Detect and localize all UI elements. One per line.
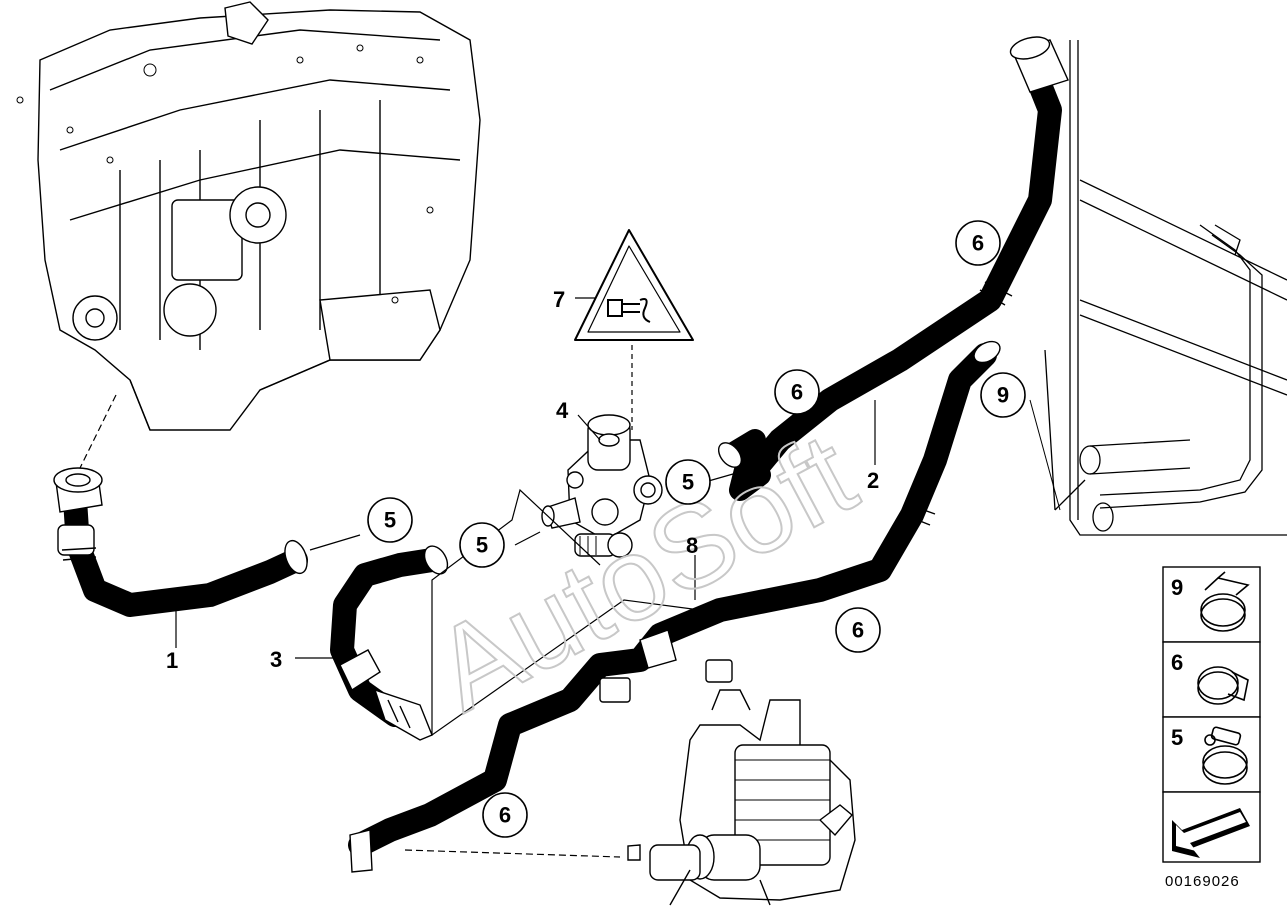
- circled-callout-6b: 6: [774, 369, 820, 415]
- svg-text:9: 9: [997, 383, 1009, 408]
- svg-text:5: 5: [1171, 725, 1183, 750]
- legend-item-5: 5: [1162, 716, 1261, 793]
- callout-7: 7: [553, 287, 565, 312]
- warning-triangle-sign: [574, 229, 694, 341]
- hot-hose-icon: [607, 298, 651, 323]
- legend-item-6: 6: [1162, 641, 1261, 718]
- svg-text:5: 5: [384, 508, 396, 533]
- clip-band-clamp-icon: [1200, 571, 1250, 632]
- hose-3: [330, 545, 449, 741]
- arrow-down-left-icon: [1172, 808, 1250, 858]
- svg-text:6: 6: [1171, 650, 1183, 675]
- spring-clamp-icon: [1197, 666, 1249, 705]
- svg-text:6: 6: [972, 231, 984, 256]
- circled-callout-6c: 6: [835, 607, 881, 653]
- circled-callout-6d: 6: [482, 792, 528, 838]
- hose-1: [53, 467, 308, 617]
- callout-4: 4: [556, 398, 569, 423]
- diagram-code: 00169026: [1165, 873, 1240, 890]
- circled-callout-5b: 5: [367, 497, 413, 543]
- callout-2: 2: [867, 468, 879, 493]
- legend-nav-box[interactable]: [1162, 791, 1261, 863]
- circled-callout-9: 9: [980, 372, 1026, 418]
- clamp-legend: 9 6 5: [1162, 566, 1261, 863]
- water-valve: [541, 414, 663, 558]
- hose-8: [348, 340, 1001, 873]
- circled-callout-5a: 5: [665, 459, 711, 505]
- leader-lines: [79, 297, 876, 858]
- radiator-frame: [1029, 40, 1287, 536]
- svg-text:5: 5: [476, 533, 488, 558]
- svg-text:6: 6: [499, 803, 511, 828]
- circled-callout-5c: 5: [459, 522, 505, 568]
- circled-callout-6a: 6: [955, 220, 1001, 266]
- svg-text:6: 6: [852, 618, 864, 643]
- svg-text:9: 9: [1171, 575, 1183, 600]
- callout-3: 3: [270, 647, 282, 672]
- hose-2: [717, 36, 1069, 501]
- engine-block: [16, 1, 481, 431]
- svg-text:6: 6: [791, 380, 803, 405]
- worm-drive-clamp-icon: [1202, 726, 1248, 785]
- callout-1: 1: [166, 648, 178, 673]
- legend-item-9: 9: [1162, 566, 1261, 643]
- svg-text:5: 5: [682, 470, 694, 495]
- callout-8: 8: [686, 533, 698, 558]
- heater-valve-unit: [627, 689, 856, 906]
